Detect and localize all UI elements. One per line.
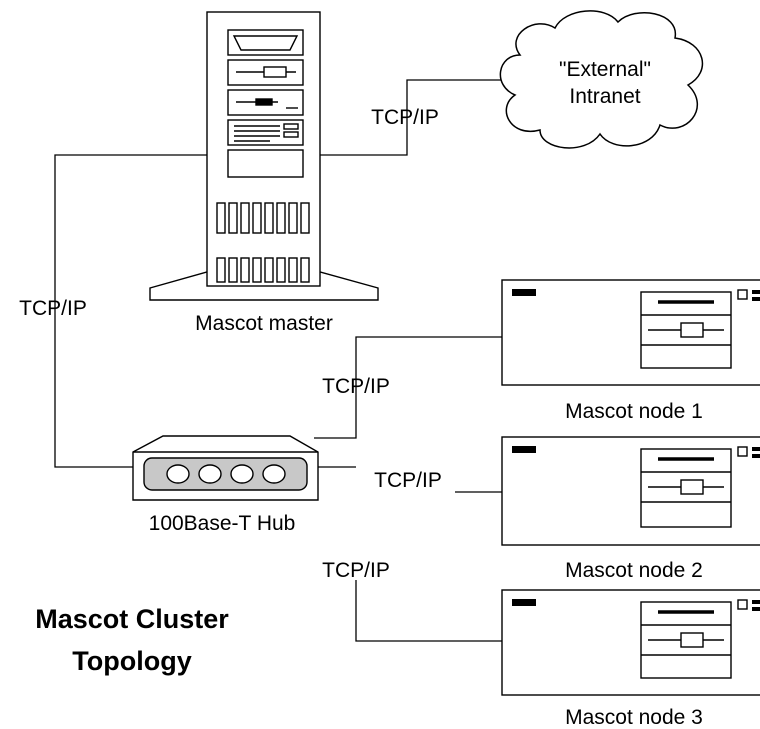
- diagram-title-line1: Mascot Cluster: [35, 604, 229, 634]
- link-master-cloud: [320, 79, 506, 156]
- connection-lines: [54, 79, 506, 642]
- link-label-hub-node2: TCP/IP: [374, 469, 442, 492]
- rack-server-icon: [501, 589, 760, 696]
- diagram-title-line2: Topology: [72, 646, 191, 676]
- link-master-hub: [54, 154, 207, 468]
- rack-server-icon: [501, 436, 760, 546]
- rack-server-icon: [501, 279, 760, 386]
- link-label-master-cloud: TCP/IP: [371, 106, 439, 129]
- tower-server-icon: [149, 11, 379, 301]
- hub-label: 100Base-T Hub: [149, 512, 296, 535]
- link-hub-node3: [355, 580, 502, 642]
- link-label-master-hub: TCP/IP: [19, 297, 87, 320]
- node3-label: Mascot node 3: [565, 706, 703, 729]
- link-label-hub-node3: TCP/IP: [322, 559, 390, 582]
- cloud-label-line1: "External": [559, 58, 651, 81]
- network-hub-icon: [132, 435, 319, 501]
- cloud-label-line2: Intranet: [569, 85, 640, 108]
- cloud-icon: [499, 10, 704, 149]
- node2-label: Mascot node 2: [565, 559, 703, 582]
- link-label-hub-node1: TCP/IP: [322, 375, 390, 398]
- master-label: Mascot master: [195, 312, 333, 335]
- node1-label: Mascot node 1: [565, 400, 703, 423]
- link-hub-node1: [314, 336, 502, 439]
